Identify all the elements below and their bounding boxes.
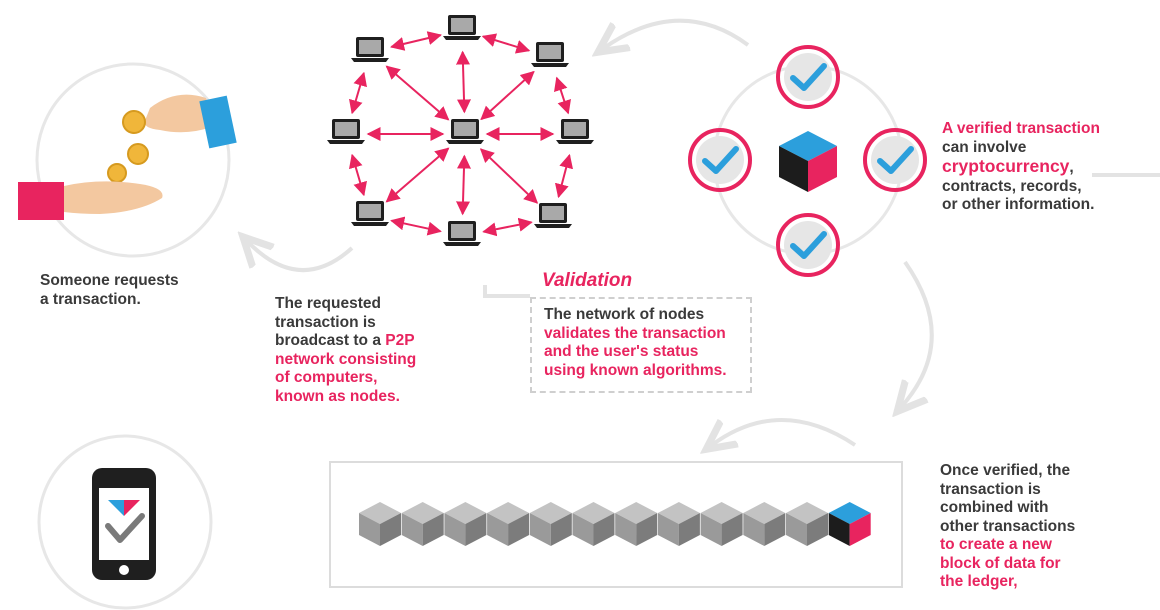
chain-block-icon bbox=[444, 502, 487, 546]
request-caption-line: a transaction. bbox=[40, 290, 141, 308]
laptop-node-icon bbox=[534, 203, 572, 228]
broadcast-caption-line: transaction is bbox=[275, 313, 376, 331]
block-caption-line: combined with bbox=[940, 499, 1049, 516]
chain-block-icon bbox=[359, 502, 401, 546]
broadcast-caption-text: broadcast to a bbox=[275, 332, 386, 349]
verified-caption-text: , bbox=[1069, 159, 1074, 176]
validation-caption-line: and the user's status bbox=[544, 343, 699, 360]
block-caption-line: transaction is bbox=[940, 480, 1041, 498]
laptop-node-icon bbox=[327, 119, 365, 144]
flow-arrow-to-network bbox=[604, 18, 750, 48]
check-circle-icon bbox=[778, 215, 838, 275]
hand-giving-coins-icon bbox=[144, 94, 237, 149]
block-chain bbox=[359, 502, 871, 546]
broadcast-caption-line: broadcast to a P2P bbox=[275, 332, 455, 351]
network-connection bbox=[385, 147, 450, 203]
laptop-node-icon bbox=[351, 37, 389, 62]
broadcast-caption-line: network consisting bbox=[275, 350, 417, 368]
verified-caption: A verified transaction can involve crypt… bbox=[942, 120, 1152, 215]
new-block-icon bbox=[828, 502, 871, 546]
validation-title: Validation bbox=[542, 270, 633, 291]
verified-caption-line: cryptocurrency, bbox=[942, 157, 1152, 178]
laptop-node-icon bbox=[351, 201, 389, 226]
phone-circle bbox=[37, 434, 213, 610]
chain-block-icon bbox=[615, 502, 658, 546]
validation-caption: The network of nodes validates the trans… bbox=[544, 306, 754, 380]
check-circle-icon bbox=[865, 130, 925, 190]
flow-arrow-to-request bbox=[248, 242, 354, 272]
network-connection bbox=[456, 154, 471, 216]
block-caption-line: Once verified, the bbox=[940, 462, 1071, 479]
check-circle-icon bbox=[778, 47, 838, 107]
blockchain-cube-icon bbox=[779, 131, 837, 192]
verified-caption-line: contracts, records, bbox=[942, 177, 1082, 195]
verified-caption-line: A verified transaction bbox=[942, 120, 1100, 137]
network-connection bbox=[349, 71, 367, 115]
chain-block-icon bbox=[487, 502, 530, 546]
flow-arrow-down bbox=[902, 260, 934, 406]
chain-block-icon bbox=[401, 502, 444, 546]
network-connection bbox=[554, 153, 574, 199]
broadcast-caption-line: known as nodes. bbox=[275, 387, 400, 405]
network-connection bbox=[385, 65, 450, 121]
validation-caption-line: The network of nodes bbox=[544, 306, 705, 323]
flow-arrows bbox=[248, 18, 1160, 445]
validation-connector bbox=[483, 285, 530, 298]
chain-block-icon bbox=[700, 502, 743, 546]
smartphone-check-icon bbox=[92, 468, 156, 580]
broadcast-caption-line: The requested bbox=[275, 295, 381, 312]
ledger-frame bbox=[329, 461, 903, 588]
network-connection bbox=[456, 50, 471, 114]
block-caption: Once verified, the transaction is combin… bbox=[940, 462, 1150, 592]
cryptocurrency-highlight: cryptocurrency bbox=[942, 156, 1070, 176]
request-caption-line: Someone requests bbox=[40, 272, 179, 289]
network-connection bbox=[480, 70, 535, 121]
block-caption-line: to create a new bbox=[940, 536, 1052, 553]
network-connection bbox=[479, 148, 539, 204]
network-connection bbox=[482, 217, 533, 237]
verified-caption-line: or other information. bbox=[942, 196, 1095, 213]
network-connection bbox=[390, 31, 442, 51]
broadcast-caption-line: of computers, bbox=[275, 369, 378, 386]
block-caption-line: the ledger, bbox=[940, 573, 1018, 590]
validation-box bbox=[530, 297, 752, 393]
verification-illustration bbox=[690, 47, 925, 275]
validation-caption-line: using known algorithms. bbox=[544, 361, 727, 379]
laptop-node-icon bbox=[556, 119, 594, 144]
laptop-node-icon bbox=[443, 15, 481, 40]
laptop-node-icon bbox=[443, 221, 481, 246]
request-circle bbox=[35, 62, 231, 258]
phone-illustration bbox=[37, 434, 213, 610]
chain-block-icon bbox=[529, 502, 572, 546]
network-connections bbox=[349, 31, 574, 237]
request-caption: Someone requests a transaction. bbox=[40, 272, 240, 309]
flow-arrow-to-chain bbox=[712, 418, 857, 445]
verified-caption-line: can involve bbox=[942, 138, 1027, 156]
p2p-highlight: P2P bbox=[385, 332, 415, 349]
block-caption-line: block of data for bbox=[940, 554, 1061, 572]
chain-block-icon bbox=[572, 502, 615, 546]
check-circle-icon bbox=[690, 130, 750, 190]
p2p-network bbox=[327, 15, 594, 246]
chain-block-icon bbox=[786, 502, 828, 546]
chain-block-icon bbox=[657, 502, 700, 546]
network-connection bbox=[390, 216, 442, 236]
block-caption-line: other transactions bbox=[940, 517, 1076, 535]
broadcast-caption: The requested transaction is broadcast t… bbox=[275, 295, 455, 406]
laptop-node-icon bbox=[446, 119, 484, 144]
validation-caption-line: validates the transaction bbox=[544, 324, 726, 342]
open-hand-icon bbox=[18, 181, 163, 220]
network-connection bbox=[481, 33, 531, 54]
blockchain-ledger bbox=[329, 461, 903, 588]
chain-block-icon bbox=[743, 502, 786, 546]
request-illustration bbox=[18, 62, 237, 258]
laptop-node-icon bbox=[531, 42, 569, 67]
network-connection bbox=[349, 153, 367, 197]
network-nodes bbox=[327, 15, 594, 246]
network-connection bbox=[554, 76, 571, 115]
